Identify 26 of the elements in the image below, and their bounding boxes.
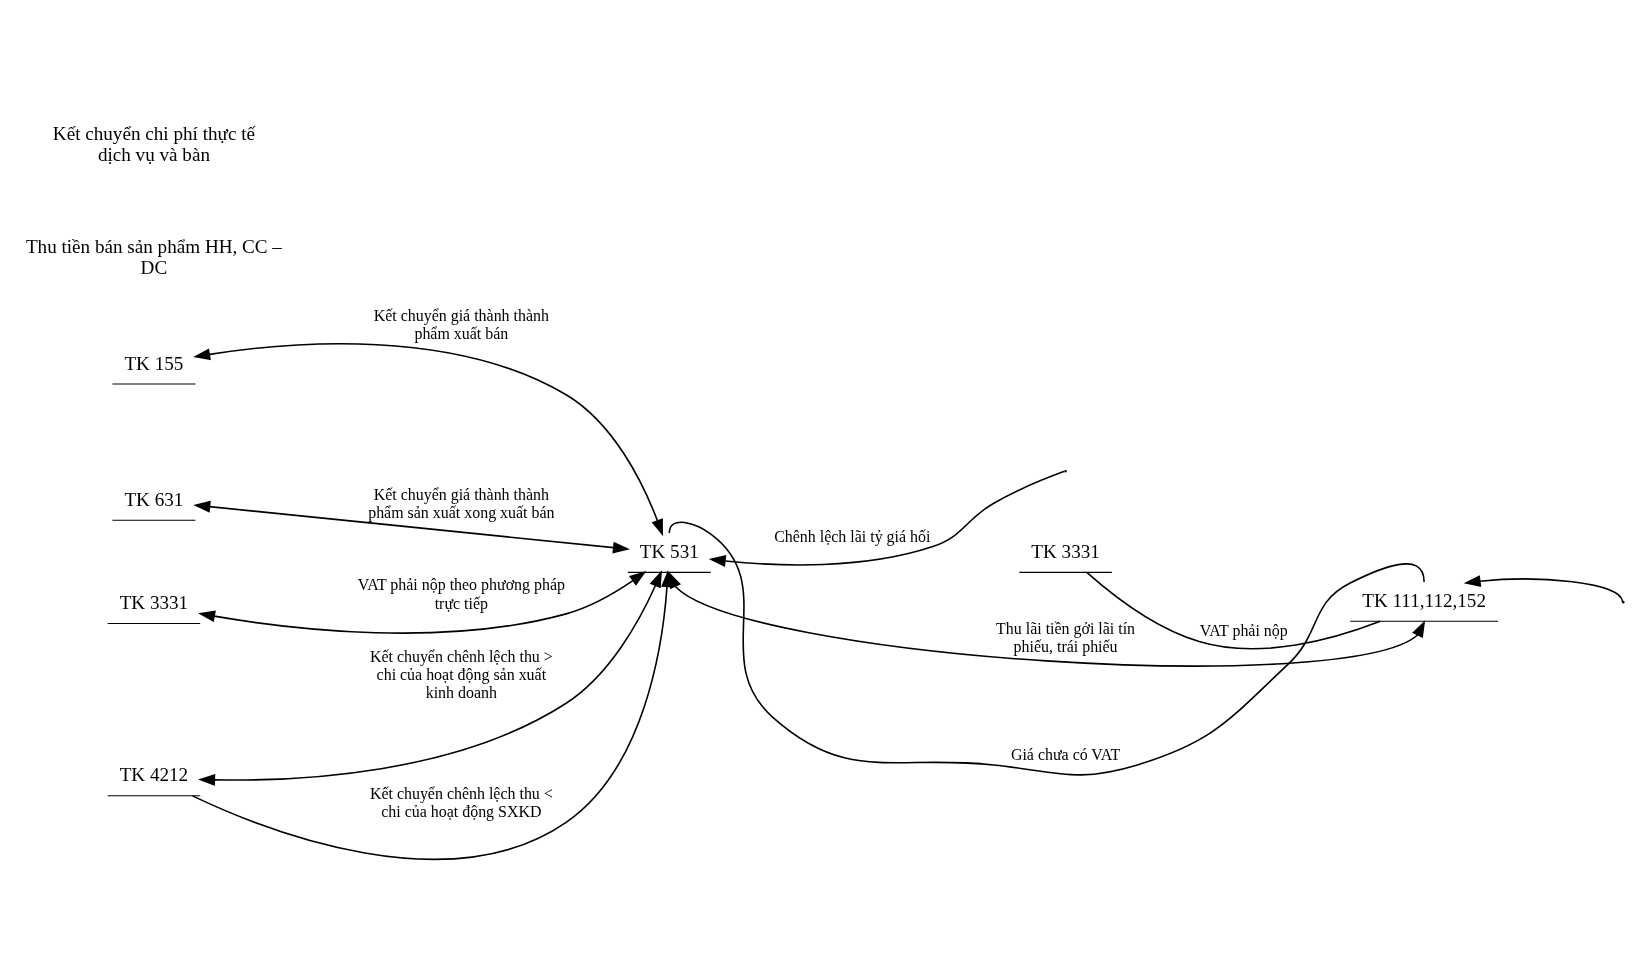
- connector: [1086, 571, 1382, 650]
- arrow: [193, 500, 630, 554]
- node-text: TK 3331: [1031, 540, 1100, 562]
- arrow: [198, 571, 647, 634]
- arrow: [1463, 575, 1624, 603]
- edge-label: Kết chuyển chênh lệch thu > chi của hoạt động sản xuất kinh doanh: [369, 647, 553, 701]
- edge-label: Kết chuyển chênh lệch thu < chi của hoạt động SXKD: [369, 784, 553, 821]
- node-text: TK 4212: [119, 764, 189, 786]
- node-text: TK 3331: [119, 591, 189, 613]
- node-text: TK 531: [639, 540, 699, 562]
- edge-label: Thu lãi tiền gởi lãi tín phiếu, trái phiếu: [996, 620, 1136, 656]
- arrow: [198, 570, 662, 786]
- label: Kết chuyển chi phí thực tế dịch vụ và bàn: [52, 122, 255, 166]
- node-text: TK 155: [124, 352, 184, 374]
- edge-label: Kết chuyển giá thành thành phẩm sản xuất xong xuất bán: [368, 486, 555, 522]
- label: Thu tiền bán sản phẩm HH, CC – DC: [25, 235, 282, 278]
- edge-label: Chênh lệch lãi tỷ giá hối: [774, 527, 931, 545]
- arrow: [708, 470, 1066, 567]
- arrow: [191, 570, 673, 861]
- edge-label: VAT phải nộp theo phương pháp trực tiếp: [357, 576, 565, 612]
- edge-label: VAT phải nộp: [1199, 622, 1288, 640]
- edge-label: Kết chuyển giá thành thành phẩm xuất bán: [373, 307, 549, 343]
- edge-label: Giá chưa có VAT: [1010, 745, 1121, 763]
- arrow: [193, 342, 664, 537]
- node-text: TK 111,112,152: [1362, 589, 1486, 611]
- node-text: TK 631: [124, 488, 184, 510]
